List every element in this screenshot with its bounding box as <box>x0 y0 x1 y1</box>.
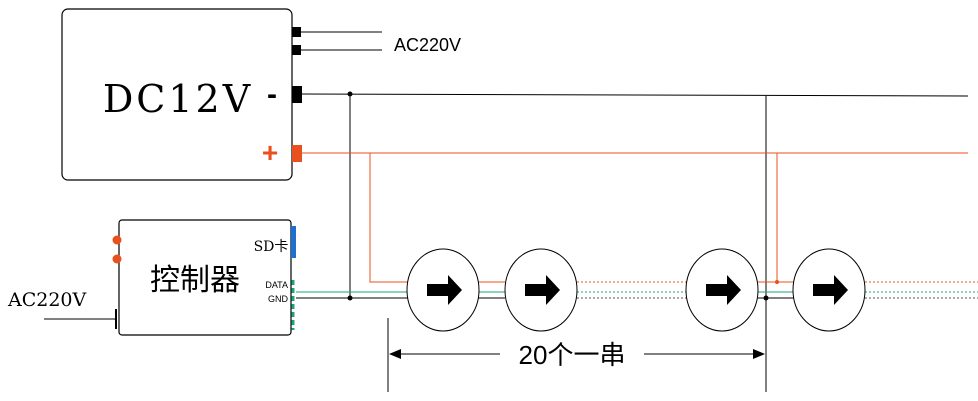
minus-symbol: - <box>267 78 277 111</box>
led-module-1 <box>406 248 480 332</box>
plus-symbol: + <box>262 137 278 168</box>
led-module-2 <box>504 248 578 332</box>
arrow-right-icon <box>706 275 741 305</box>
arrow-right-icon <box>427 275 462 305</box>
negative-bus <box>301 93 969 97</box>
controller-indicator-top <box>112 235 122 245</box>
controller-box <box>118 219 292 336</box>
chain-label: 20个一串 <box>519 340 626 370</box>
data-pin-label: DATA <box>265 280 288 290</box>
led-module-4 <box>792 248 866 332</box>
negative-terminal <box>292 86 302 103</box>
ac-label-controller: AC220V <box>7 289 87 311</box>
sd-card-slot <box>291 226 296 258</box>
sd-card-label: SD卡 <box>254 239 289 255</box>
ac-label-supply: AC220V <box>394 35 461 55</box>
dimension-arrow-right-icon <box>753 349 765 359</box>
controller-indicator-bottom <box>112 254 122 264</box>
arrow-right-icon <box>813 275 848 305</box>
ac-terminal-2 <box>292 45 301 55</box>
ac-terminal-1 <box>292 27 301 37</box>
gnd-junction <box>347 295 353 301</box>
gnd-pin-label: GND <box>268 294 289 304</box>
power-supply-title: DC12V <box>103 77 253 121</box>
arrow-right-icon <box>525 275 560 305</box>
negative-junction-1 <box>347 91 353 97</box>
positive-terminal <box>292 145 302 162</box>
led-module-3 <box>685 248 759 332</box>
controller-title: 控制器 <box>150 264 240 297</box>
positive-drop-1 <box>369 153 408 283</box>
dimension-arrow-left-icon <box>389 349 401 359</box>
